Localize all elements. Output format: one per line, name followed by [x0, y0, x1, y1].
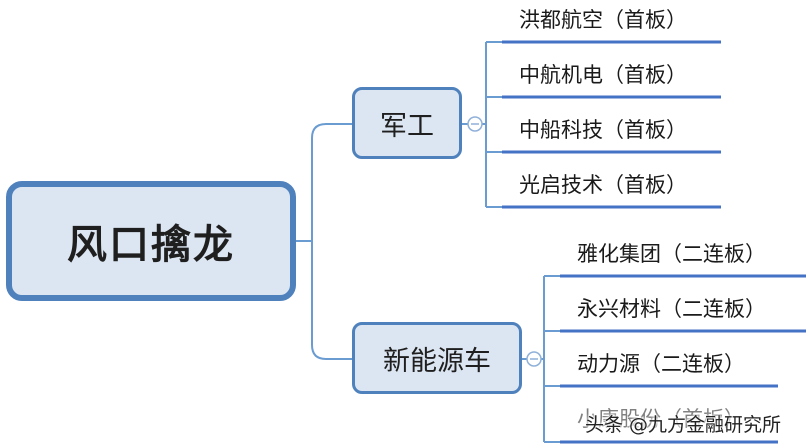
collapse-toggle-icon[interactable]: [526, 351, 542, 367]
leaf-topic[interactable]: 中航机电（首板）: [519, 63, 687, 87]
leaf-topic[interactable]: 中船科技（首板）: [519, 118, 687, 142]
watermark: 头条 @九方金融研究所: [585, 414, 782, 436]
collapse-toggle-icon[interactable]: [467, 116, 483, 132]
branch-topic-military[interactable]: 军工: [352, 87, 462, 159]
root-topic-label: 风口擒龙: [67, 222, 235, 268]
branch-topic-new-energy[interactable]: 新能源车: [352, 322, 522, 394]
leaf-topic[interactable]: 永兴材料（二连板）: [577, 297, 766, 321]
leaf-topic[interactable]: 雅化集团（二连板）: [577, 242, 766, 266]
leaf-topic[interactable]: 动力源（二连板）: [577, 352, 745, 376]
leaf-topic[interactable]: 小康股份（首板）: [577, 407, 745, 431]
leaf-topic[interactable]: 光启技术（首板）: [519, 173, 687, 197]
branch-topic-label: 新能源车: [383, 345, 491, 377]
connector-root-newenergy: [296, 240, 352, 360]
connector-root-military: [296, 123, 352, 242]
root-topic[interactable]: 风口擒龙: [6, 181, 296, 301]
leaf-topic[interactable]: 洪都航空（首板）: [519, 8, 687, 32]
branch-topic-label: 军工: [380, 110, 434, 142]
